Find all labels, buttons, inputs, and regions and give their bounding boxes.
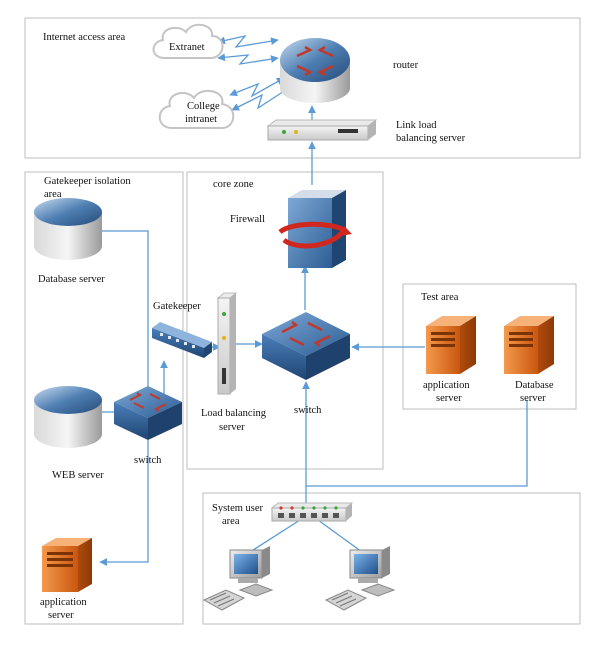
core-zone-label: core zone [213,179,254,190]
extranet-label: Extranet [169,42,205,53]
college-label-line1: College [187,101,220,112]
link-lb-label-line2: balancing server [396,133,466,144]
load-balancing-server-icon [216,292,238,395]
core-switch-label: switch [294,405,322,416]
test-app-label-line1: application [423,380,470,391]
link-load-balancer-icon [266,119,378,141]
system-user-zone-label-line2: area [222,516,240,527]
database-server-label: Database server [38,274,105,285]
web-server-icon [34,386,102,448]
router-label: router [393,60,419,71]
test-db-label-line1: Database [515,380,554,391]
test-db-server-icon [504,316,554,374]
firewall-label: Firewall [230,214,265,225]
database-server-icon [34,198,102,260]
gatekeeper-zone-label-line2: area [44,189,62,200]
extranet-cloud: Extranet [152,23,224,59]
test-app-server-icon [426,316,476,374]
test-app-label-line2: server [436,393,462,404]
gk-app-label-line1: application [40,597,87,608]
user-switch-icon [270,502,354,522]
load-balancing-label-line1: Load balancing [201,408,267,419]
user-computer-right-icon [324,546,396,611]
gk-switch-icon [114,386,182,440]
gk-app-server-icon [42,538,92,592]
college-intranet-cloud: College intranet [158,89,235,129]
gatekeeper-icon [152,322,212,358]
system-user-zone-label-line1: System user [212,503,264,514]
test-db-label-line2: server [520,393,546,404]
firewall-icon [278,190,352,268]
user-computer-left-icon [202,546,274,611]
core-switch-icon [262,312,350,380]
web-server-label: WEB server [52,470,104,481]
core-zone [186,171,384,470]
gk-switch-label: switch [134,455,162,466]
link-lb-label-line1: Link load [396,120,437,131]
test-zone-label: Test area [421,292,459,303]
gatekeeper-label: Gatekeeper [153,301,201,312]
internet-zone-label: Internet access area [43,32,126,43]
load-balancing-label-line2: server [219,422,245,433]
college-label-line2: intranet [185,114,217,125]
gatekeeper-zone-label-line1: Gatekeeper isolation [44,176,131,187]
router-icon [280,38,350,103]
gk-app-label-line2: server [48,610,74,621]
